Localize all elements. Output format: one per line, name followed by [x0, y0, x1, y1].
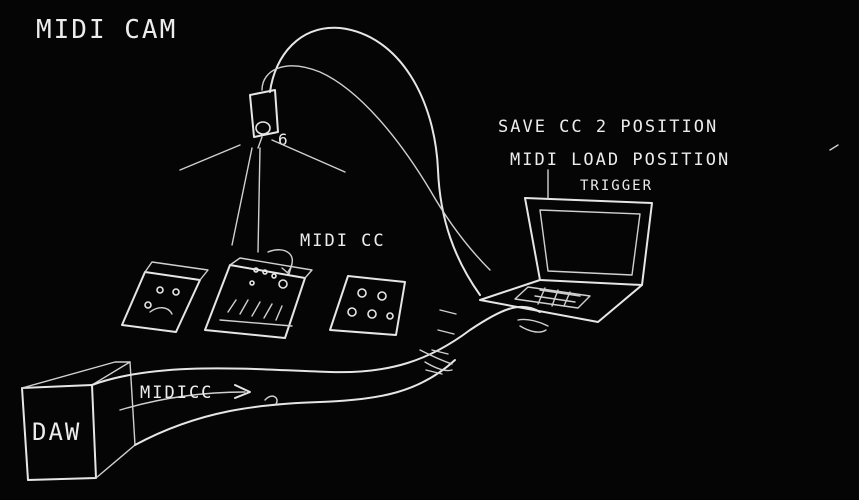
camera-view-lines	[179, 139, 346, 253]
left-controller	[121, 261, 209, 333]
camera-cable	[261, 26, 491, 296]
load-note: MIDI LOAD POSITION	[510, 150, 730, 170]
camera-id-label: 6	[278, 130, 290, 149]
midi-ribbon: MIDICC	[91, 305, 549, 446]
save-note: SAVE CC 2 POSITION	[498, 117, 718, 137]
midi-cc-bottom-label: MIDICC	[140, 383, 213, 403]
laptop	[479, 197, 653, 323]
center-controller	[204, 257, 313, 339]
midi-cc-top-label: MIDI CC	[300, 231, 386, 251]
camera: 6	[249, 89, 290, 149]
daw-box: DAW	[21, 361, 136, 481]
daw-label: DAW	[32, 418, 81, 446]
title: MIDI CAM	[36, 15, 177, 45]
right-controller	[329, 275, 406, 336]
trigger-note: TRIGGER	[580, 178, 653, 194]
